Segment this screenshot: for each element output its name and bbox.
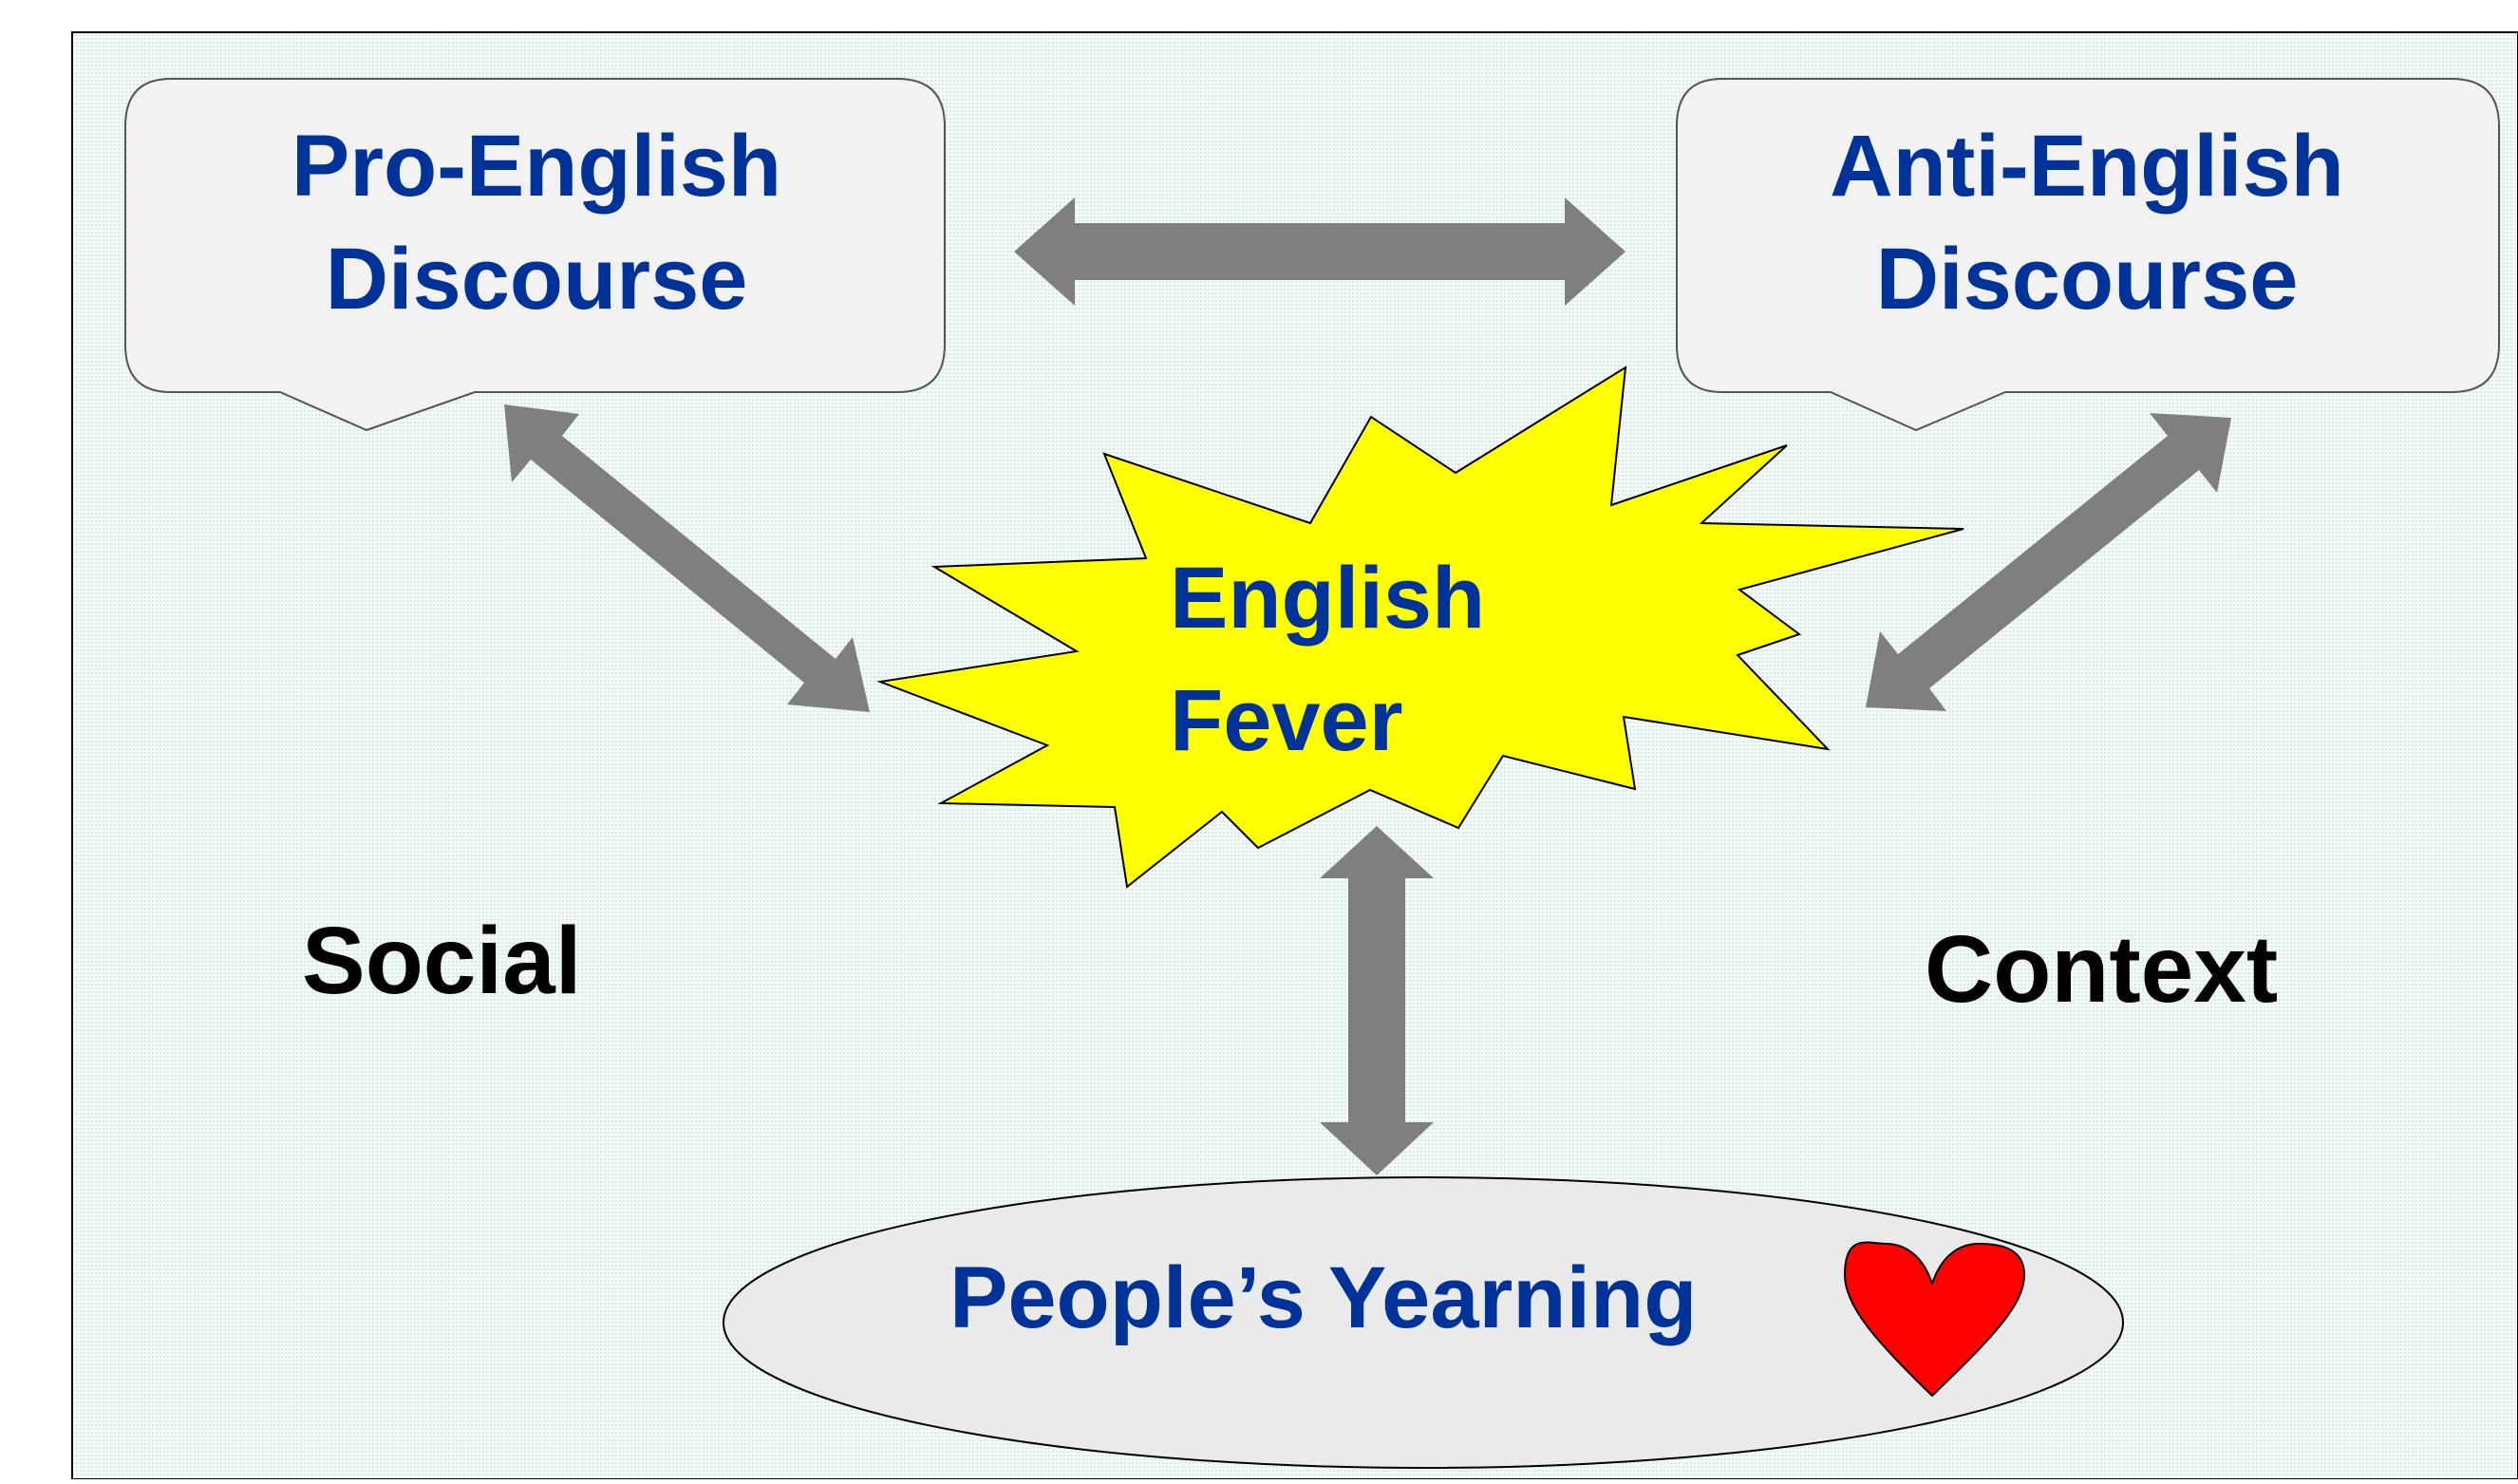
pro-english-line1: Pro-English <box>291 118 781 215</box>
double-arrow-left-diagonal <box>504 404 870 712</box>
english-fever-starburst: English Fever <box>876 366 1964 889</box>
peoples-yearning-ellipse: People’s Yearning <box>723 1176 2124 1469</box>
anti-english-line1: Anti-English <box>1830 118 2344 215</box>
pro-english-callout: Pro-English Discourse <box>124 78 946 432</box>
anti-english-callout: Anti-English Discourse <box>1676 78 2500 432</box>
peoples-yearning-label: People’s Yearning <box>949 1249 1697 1346</box>
context-right-label: Context <box>1925 916 2278 1023</box>
pro-english-line2: Discourse <box>326 231 748 328</box>
anti-english-line2: Discourse <box>1876 231 2299 328</box>
english-fever-line1: English <box>1170 550 1485 647</box>
context-left-label: Social <box>302 908 582 1014</box>
english-fever-line2: Fever <box>1170 672 1403 769</box>
double-arrow-horizontal <box>1014 197 1625 306</box>
double-arrow-vertical <box>1320 826 1434 1175</box>
heart-icon <box>1844 1241 2025 1397</box>
double-arrow-right-diagonal <box>1866 413 2231 711</box>
